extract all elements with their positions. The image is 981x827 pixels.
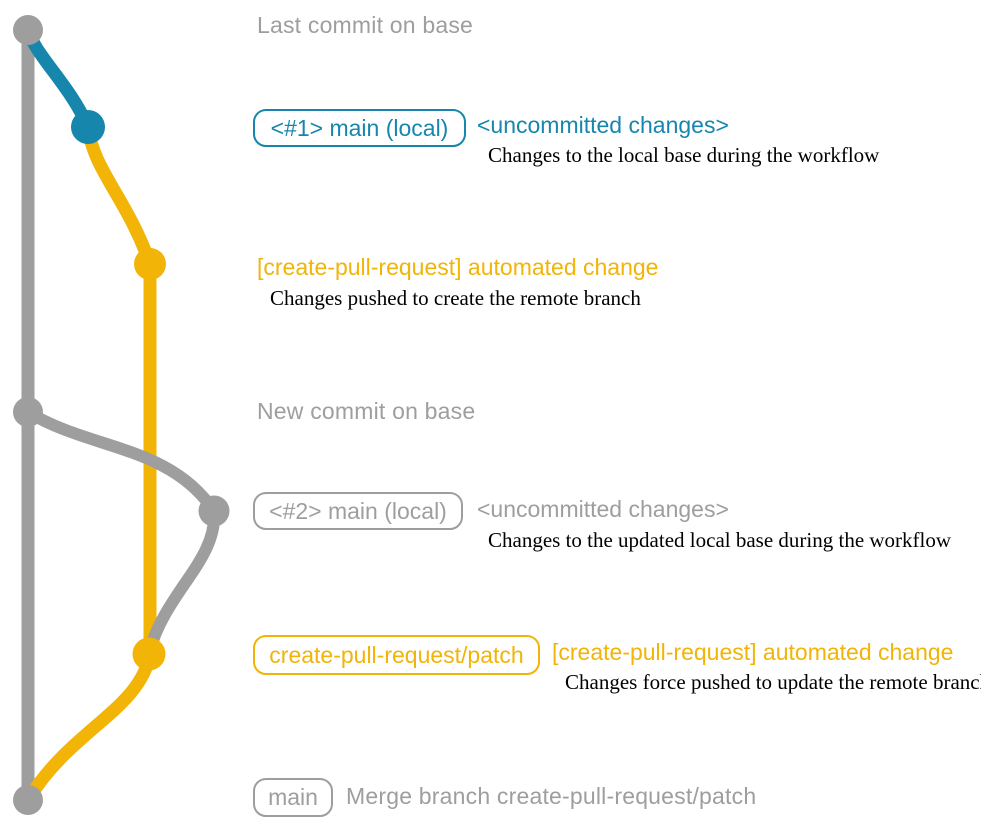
push2-description: Changes force pushed to update the remot…: [565, 670, 981, 694]
uncommitted-changes-label-2: <uncommitted changes>: [477, 496, 729, 522]
new-commit-heading: New commit on base: [257, 398, 476, 424]
commit-dot-main-local-1: [71, 110, 105, 144]
branch-badge-patch: create-pull-request/patch: [253, 635, 540, 675]
automated-change-message-1: [create-pull-request] automated change: [257, 254, 659, 280]
branch-badge-main: main: [253, 778, 333, 817]
branch-patch-line: [21, 120, 157, 807]
merge-commit-message: Merge branch create-pull-request/patch: [346, 783, 757, 809]
branch-badge-main-local-1: <#1> main (local): [253, 109, 466, 147]
branch-badge-main-local-1-label: <#1> main (local): [270, 114, 449, 141]
branch-badge-main-local-2-label: <#2> main (local): [269, 497, 447, 524]
commit-dot-merge: [13, 785, 43, 815]
automated-change-message-2: [create-pull-request] automated change: [552, 639, 954, 665]
commit-dot-automated-change-1: [134, 248, 166, 280]
branch-badge-main-label: main: [268, 784, 318, 810]
commit-dot-last-base: [13, 15, 43, 45]
branch-badge-main-local-2: <#2> main (local): [253, 492, 463, 530]
uncommitted-changes-label-1: <uncommitted changes>: [477, 112, 729, 138]
workflow2-description: Changes to the updated local base during…: [488, 528, 952, 552]
branch-main-local-1-curve: [21, 23, 95, 134]
push1-description: Changes pushed to create the remote bran…: [270, 286, 641, 310]
commit-dot-main-local-2: [198, 495, 230, 527]
commit-dot-automated-change-2: [132, 637, 166, 671]
commit-dot-new-base: [13, 397, 43, 427]
branch-main-local-2-curve: [22, 406, 221, 659]
git-graph: [13, 15, 230, 815]
last-commit-heading: Last commit on base: [257, 12, 474, 38]
workflow1-description: Changes to the local base during the wor…: [488, 143, 880, 167]
branch-badge-patch-label: create-pull-request/patch: [269, 641, 524, 668]
